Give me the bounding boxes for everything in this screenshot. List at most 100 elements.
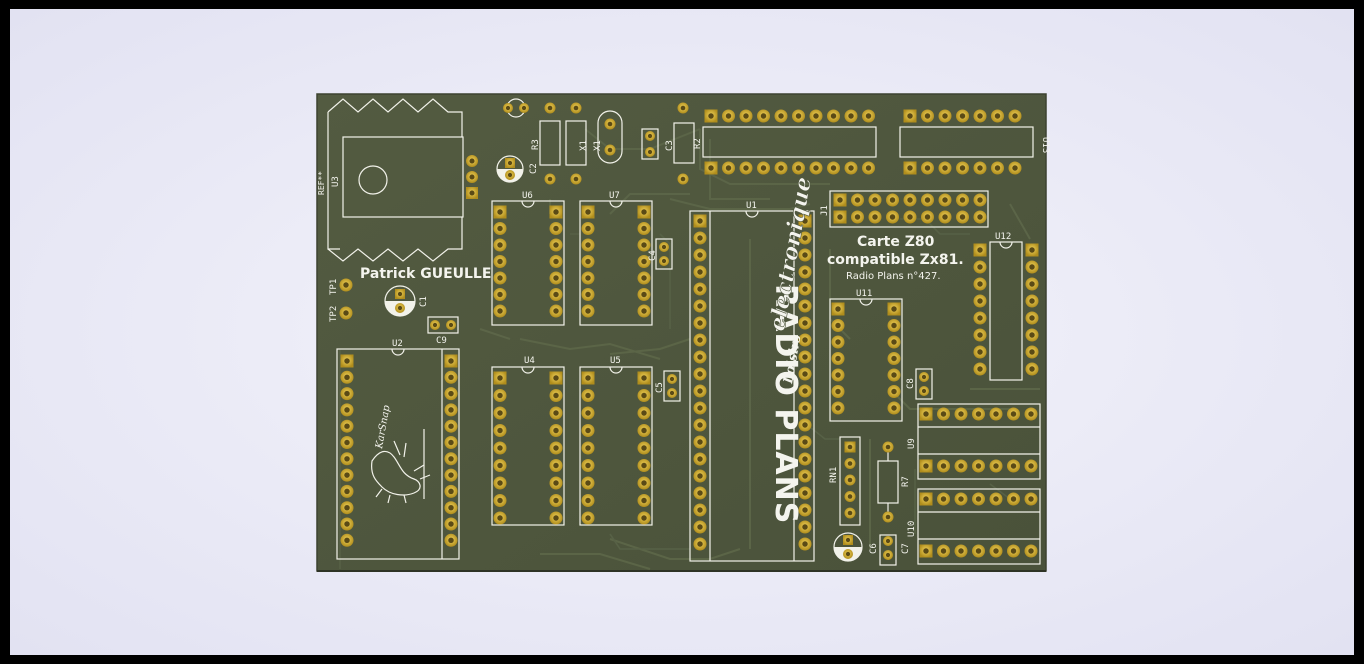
3d-viewer-canvas[interactable]: Patrick GUEULLE Carte Z80 compatible Zx8… [10,9,1354,655]
pad-hole [1028,411,1034,417]
pad-hole [507,160,513,166]
pad-hole [940,463,947,469]
board-title-line2: compatible Zx81. [827,252,964,268]
pad-hole [924,113,931,119]
pad-hole [469,158,475,164]
pad-hole [448,521,454,527]
pad-hole [641,308,647,314]
svg-text:C5: C5 [655,382,665,393]
pad-hole [697,337,703,343]
pad-hole [802,507,808,513]
svg-text:RADIO PLANS: RADIO PLANS [768,284,803,524]
pad-hole [760,165,767,171]
pad-hole [923,548,929,554]
pad-hole [343,310,349,316]
svg-text:C2: C2 [529,163,539,174]
pad-hole [669,376,675,382]
svg-text:U5: U5 [610,356,621,366]
pad-hole [802,303,808,309]
svg-text:J1: J1 [820,205,830,216]
pad-hole [585,462,591,469]
pad-hole [697,490,703,496]
pad-hole [940,496,947,502]
pad-hole [497,445,503,451]
pad-hole [802,524,808,530]
pad-hole [697,269,703,275]
pad-hole [553,427,559,434]
pad-hole [942,197,948,203]
pad-hole [585,375,591,381]
pad-hole [344,390,350,397]
pad-hole [921,388,927,394]
pad-hole [497,427,503,434]
pad-hole [448,407,454,413]
pad-hole [448,488,454,495]
pad-hole [585,392,591,399]
pad-hole [585,308,591,314]
pad-hole [977,165,983,171]
pad-hole [725,165,732,171]
pad-hole [959,214,966,220]
pad-hole [497,291,503,298]
pad-hole [497,375,503,381]
pad-hole [835,355,841,362]
svg-text:U7: U7 [609,191,620,201]
pad-hole [697,405,703,411]
pad-hole [1029,349,1035,355]
board-subtitle: Radio Plans n°427. [846,271,941,282]
pad-hole [1029,332,1035,338]
pad-hole [585,242,591,248]
silkscreen-labels: Patrick GUEULLE Carte Z80 compatible Zx8… [317,137,1050,554]
pad-hole [959,165,966,171]
pad-hole [1010,548,1017,554]
pad-hole [802,218,808,224]
svg-text:C7: C7 [901,543,911,554]
svg-text:U1: U1 [746,201,757,211]
pad-hole [942,165,948,171]
pad-hole [872,214,878,220]
pad-hole [547,176,553,182]
pad-hole [795,165,802,171]
pad-hole [924,165,931,171]
pad-hole [553,308,559,314]
pad-hole [641,375,647,381]
pad-hole [743,113,749,119]
pad-hole [573,176,579,182]
pad-hole [448,322,454,328]
pad-hole [497,209,503,215]
pad-hole [907,113,913,119]
pad-hole [885,444,891,450]
svg-text:U12: U12 [995,232,1011,242]
pad-hole [448,358,454,364]
pad-hole [697,507,703,513]
pad-hole [940,548,947,554]
pad-hole [641,258,647,265]
pad-hole [924,197,931,203]
pad-hole [848,165,854,171]
pad-hole [708,165,714,171]
pad-hole [553,275,559,281]
pad-hole [835,388,841,395]
pad-hole [940,411,947,417]
pad-hole [553,242,559,248]
pad-hole [585,275,591,281]
pad-hole [885,552,891,558]
pad-hole [497,410,503,416]
pad-hole [760,113,767,119]
pad-hole [994,113,1001,119]
pad-hole [1010,463,1017,469]
svg-text:C8: C8 [906,378,916,389]
pad-hole [847,510,853,516]
pad-hole [553,375,559,381]
solder-pads [339,102,1039,560]
pad-hole [641,480,647,486]
pad-hole [977,247,983,253]
pad-hole [845,551,851,557]
pad-hole [1010,496,1017,502]
pad-hole [977,349,983,355]
pad-hole [432,322,438,328]
pad-hole [497,308,503,314]
author-label: Patrick GUEULLE [360,266,491,282]
pad-hole [891,388,897,395]
svg-text:U2: U2 [392,339,403,349]
